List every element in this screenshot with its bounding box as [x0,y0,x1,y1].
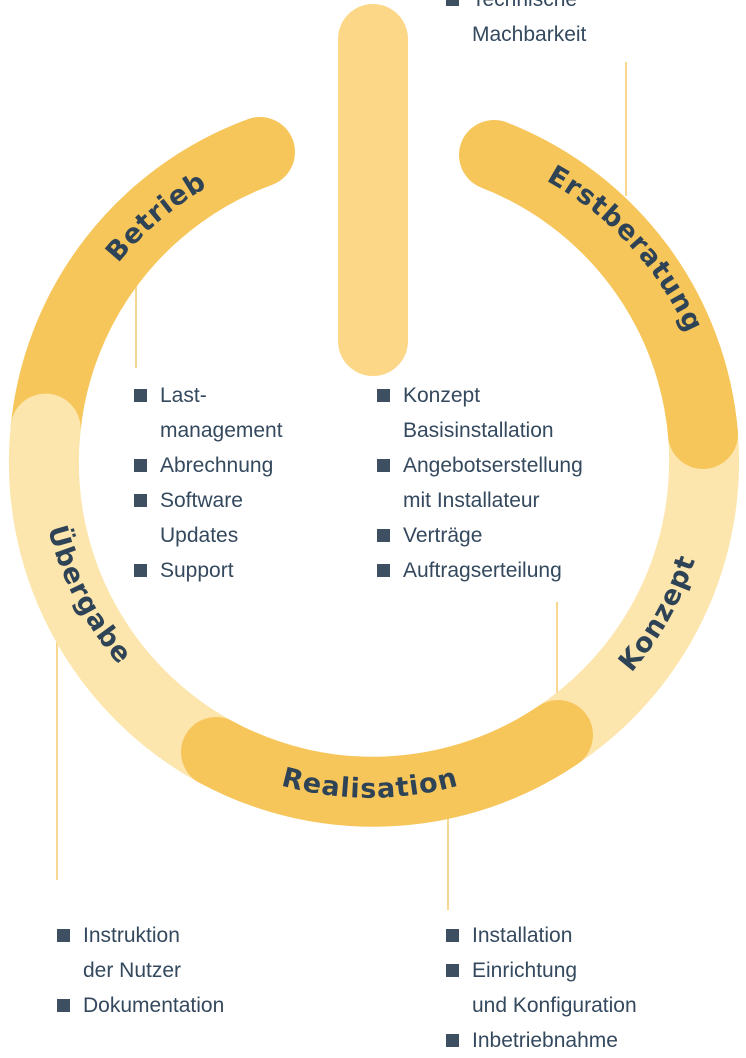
bullet-square-icon [377,564,390,577]
bullet-square-icon [377,529,390,542]
segment-realisation [181,700,593,827]
note-text: Verträge [403,524,483,547]
bullet-square-icon [446,964,459,977]
list-item: Einrichtung und Konfiguration [446,953,637,1023]
note-text: Dokumentation [83,994,225,1017]
note-text: Support [160,559,234,582]
note-text: Installation [472,924,573,947]
segment-betrieb [10,117,295,464]
note-text: Instruktion [83,924,180,947]
note-text: Updates [160,524,239,547]
list-item: Konzept Basisinstallation [377,378,583,448]
bullet-square-icon [377,459,390,472]
note-text: Machbarkeit [472,23,587,46]
list-item: Last- management [134,378,283,448]
list-item: Instruktion der Nutzer [57,918,224,988]
bullet-square-icon [57,999,70,1012]
list-item: Verträge [377,518,583,553]
list-item: Inbetriebnahme [446,1023,637,1058]
list-item: Angebotserstellung mit Installateur [377,448,583,518]
note-text: Angebotserstellung [403,454,583,477]
segment-erstberatung [459,120,738,469]
note-text: Auftragserteilung [403,559,562,582]
note-text: management [160,419,283,442]
list-item: Software Updates [134,483,283,553]
note-text: Konzept [403,384,481,407]
list-item: Technische Machbarkeit [446,0,586,52]
list-item: Abrechnung [134,448,283,483]
note-text: Last- [160,384,207,407]
note-text: der Nutzer [83,959,182,982]
note-text: Abrechnung [160,454,274,477]
bullet-square-icon [134,459,147,472]
note-uebergabe: Instruktion der Nutzer Dokumentation [57,918,224,1023]
segment-uebergabe [8,393,251,787]
note-text: Inbetriebnahme [472,1029,618,1052]
list-item: Installation [446,918,637,953]
bullet-square-icon [134,389,147,402]
note-text: und Konfiguration [472,994,637,1017]
bullet-square-icon [446,929,459,942]
note-text: Software [160,489,243,512]
bullet-square-icon [57,929,70,942]
segment-konzept [523,399,740,770]
power-stem [338,4,408,376]
note-text: Einrichtung [472,959,578,982]
bullet-square-icon [446,0,459,6]
note-text: Basisinstallation [403,419,554,442]
bullet-square-icon [446,1034,459,1047]
list-item: Support [134,553,283,588]
note-text: Technische [472,0,577,11]
note-erstberatung: Technische Machbarkeit [446,0,586,52]
note-realisation: Installation Einrichtung und Konfigurati… [446,918,637,1058]
note-konzept: Konzept Basisinstallation Angebotserstel… [377,378,583,588]
bullet-square-icon [377,389,390,402]
list-item: Auftragserteilung [377,553,583,588]
bullet-square-icon [134,564,147,577]
list-item: Dokumentation [57,988,224,1023]
note-betrieb: Last- management Abrechnung Software Upd… [134,378,283,588]
bullet-square-icon [134,494,147,507]
note-text: mit Installateur [403,489,540,512]
